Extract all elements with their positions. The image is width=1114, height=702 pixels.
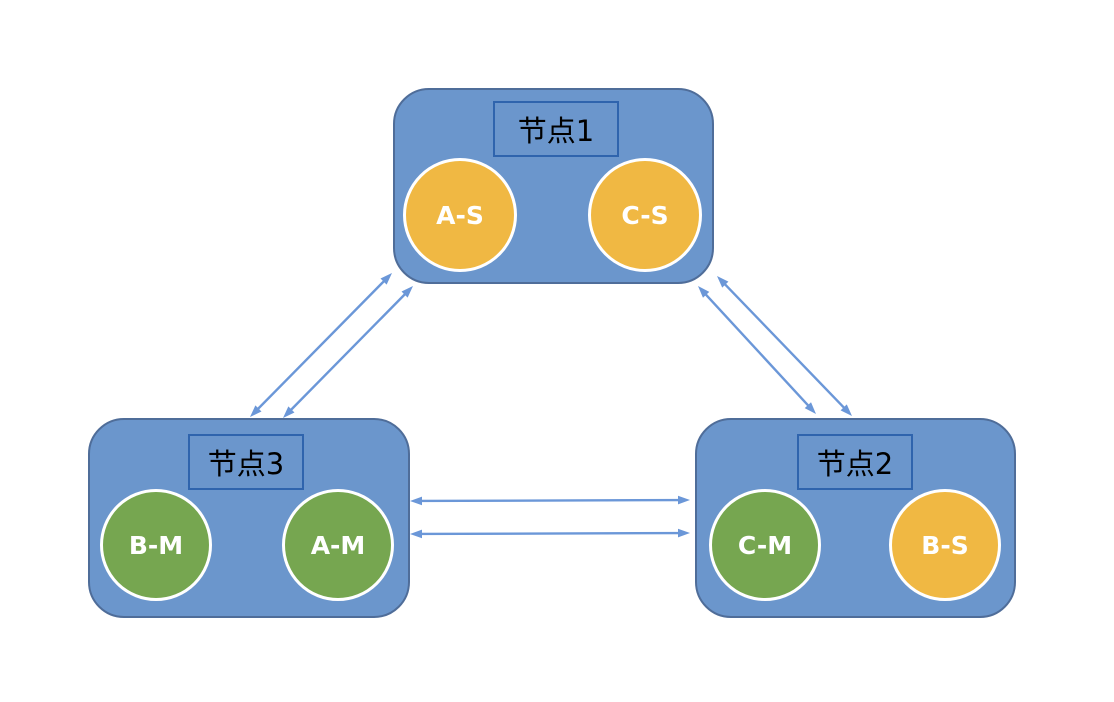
arrowhead-icon (410, 496, 423, 506)
node-1-label: 节点1 (517, 114, 595, 148)
node-2-label: 节点2 (816, 447, 894, 481)
shard-circle-b-s: B-S (889, 489, 1001, 601)
node-1-label-box: 节点1 (493, 101, 619, 157)
shard-circle-a-m: A-M (282, 489, 394, 601)
arrowhead-icon (677, 495, 690, 505)
shard-circle-c-m: C-M (709, 489, 821, 601)
shard-label: A-S (436, 200, 484, 230)
shard-circle-c-s: C-S (588, 158, 702, 272)
shard-label: B-M (128, 530, 184, 560)
arrowhead-icon (804, 402, 816, 414)
arrow-edge (717, 276, 852, 416)
arrowhead-icon (677, 528, 690, 538)
arrowhead-icon (283, 406, 295, 418)
arrowhead-icon (698, 286, 710, 298)
arrowhead-icon (840, 404, 852, 416)
arrowhead-icon (380, 273, 392, 285)
node-3-label-box: 节点3 (188, 434, 304, 490)
arrow-edge (250, 273, 392, 417)
arrow-edge (283, 286, 413, 418)
arrow-edge (410, 528, 690, 539)
node-1: 节点1 A-S C-S (393, 88, 714, 284)
node-3: 节点3 B-M A-M (88, 418, 410, 618)
shard-circle-b-m: B-M (100, 489, 212, 601)
node-2-label-box: 节点2 (797, 434, 913, 490)
arrowhead-icon (250, 405, 262, 417)
arrow-edge (410, 495, 690, 506)
shard-label: B-S (921, 530, 969, 560)
shard-circle-a-s: A-S (403, 158, 517, 272)
arrowhead-icon (410, 529, 423, 539)
arrowhead-icon (717, 276, 729, 288)
node-3-label: 节点3 (207, 447, 285, 481)
arrowhead-icon (401, 286, 413, 298)
arrow-edge (698, 286, 816, 414)
shard-label: C-M (737, 530, 793, 560)
shard-label: C-S (621, 200, 669, 230)
node-2: 节点2 C-M B-S (695, 418, 1016, 618)
shard-label: A-M (310, 530, 366, 560)
